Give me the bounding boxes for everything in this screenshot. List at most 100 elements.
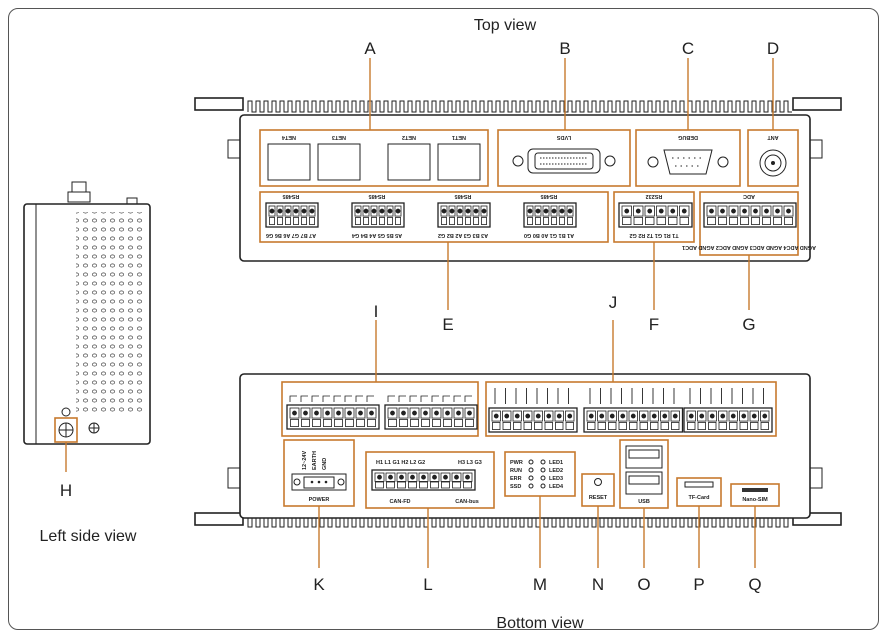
io-left-box	[281, 381, 479, 437]
callout-i: I	[374, 302, 379, 321]
callout-n: N	[592, 575, 604, 594]
rs485-pins-2: A5 B5 G5 A4 B4 G4	[351, 232, 402, 238]
callout-q: Q	[748, 575, 761, 594]
top-side-knob-right	[809, 139, 823, 159]
power-label: POWER	[309, 497, 330, 503]
net-port-1: NET1	[437, 134, 481, 181]
can-bus-label: CAN-bus	[455, 499, 479, 505]
callout-d: D	[767, 39, 779, 58]
left-side-device	[23, 181, 151, 445]
net2-label: NET2	[402, 134, 416, 140]
top-side-knob	[227, 139, 241, 159]
io-left-block-2	[384, 404, 478, 430]
can-terminal-block	[371, 469, 476, 491]
callout-a: A	[364, 39, 376, 58]
rs485-block-4	[523, 202, 577, 228]
bottom-side-knob	[227, 467, 241, 489]
rs485-box	[259, 191, 609, 243]
power-pin-3: GND	[322, 458, 328, 470]
rs232-pins: T1 R1 G1 T2 R2 G2	[629, 232, 678, 238]
usb-ports	[625, 445, 663, 495]
led-ssd: SSD	[510, 484, 521, 490]
io-right-box	[485, 381, 777, 437]
tf-card-slot	[684, 481, 714, 488]
can-pins-label: H1 L1 G1 H2 L2 G2	[376, 460, 425, 466]
callout-h: H	[60, 481, 72, 500]
adc-label: ADC	[743, 193, 755, 199]
usb-label: USB	[638, 499, 650, 505]
net3-label: NET3	[332, 134, 346, 140]
callout-b: B	[559, 39, 570, 58]
led-err: ERR	[510, 476, 522, 482]
power-pin-2: EARTH	[312, 451, 318, 470]
io-right-block-2	[583, 407, 684, 433]
rs485-block-1	[265, 202, 319, 228]
debug-label: DEBUG	[678, 134, 698, 140]
callout-p: P	[693, 575, 704, 594]
lvds-box	[497, 129, 631, 187]
net-port-4: NET4	[267, 134, 311, 181]
rs485-terminal-blocks	[265, 202, 577, 228]
can-fd-label: CAN-FD	[389, 499, 410, 505]
rs232-label: RS232	[646, 193, 663, 199]
rs485-block-2	[351, 202, 405, 228]
rs232-terminal-block	[618, 202, 693, 228]
rs485-label-1: RS485	[283, 193, 300, 199]
led-indicators: PWR RUN ERR SSD LED1 LED2 LED3 LED4	[510, 459, 564, 490]
led-4: LED4	[549, 484, 564, 490]
bottom-left-flange	[194, 512, 244, 526]
top-device-body	[239, 114, 811, 262]
led-pwr: PWR	[510, 460, 523, 466]
net-port-3: NET3	[317, 134, 361, 181]
io-left-terminal-blocks	[286, 395, 478, 430]
led-2: LED2	[549, 468, 563, 474]
can-box	[365, 451, 495, 509]
callout-e: E	[442, 315, 453, 334]
debug-db9-connector	[647, 149, 729, 175]
adc-pins: AGND ADC4 AGND ADC3 AGND ADC2 AGND ADC1	[682, 244, 816, 250]
bottom-side-knob-right	[809, 467, 823, 489]
reset-button-icon	[594, 478, 602, 486]
nano-sim-slot	[742, 488, 768, 492]
top-right-flange	[792, 97, 842, 111]
rs485-block-3	[437, 202, 491, 228]
callout-c: C	[682, 39, 694, 58]
io-left-block-1	[286, 404, 380, 430]
diagram-frame	[8, 8, 879, 630]
callout-j: J	[609, 293, 618, 312]
led-1: LED1	[549, 460, 563, 466]
lvds-label: LVDS	[557, 134, 572, 140]
rs485-pins-4: A1 B1 G1 A0 B0 G0	[524, 232, 574, 238]
left-view-title: Left side view	[40, 528, 137, 545]
callout-m: M	[533, 575, 547, 594]
callout-f: F	[649, 315, 659, 334]
callout-g: G	[742, 315, 755, 334]
rs485-label-3: RS485	[455, 193, 472, 199]
power-connector: 12~24V EARTH GND	[291, 451, 347, 491]
rs485-label-4: RS485	[541, 193, 558, 199]
rs232-block	[618, 202, 693, 228]
ant-label: ANT	[767, 134, 779, 140]
adc-block	[703, 202, 797, 228]
reset-label: RESET	[589, 495, 608, 501]
can-block	[371, 469, 476, 491]
top-heatsink-fins	[247, 100, 792, 113]
net1-label: NET1	[452, 134, 466, 140]
io-right-block-3	[683, 407, 773, 433]
nano-sim-label: Nano-SIM	[742, 497, 768, 503]
callout-l: L	[423, 575, 432, 594]
top-view-title: Top view	[474, 17, 537, 34]
led-run: RUN	[510, 468, 522, 474]
rs485-label-2: RS485	[369, 193, 386, 199]
rs485-pins-3: A3 B3 G3 A2 B2 G2	[438, 232, 488, 238]
net-port-2: NET2	[387, 134, 431, 181]
antenna-connector	[759, 149, 787, 177]
rs485-pins-1: A7 B7 G7 A6 B6 G6	[266, 232, 316, 238]
io-right-block-1	[488, 407, 578, 433]
top-left-flange	[194, 97, 244, 111]
net4-label: NET4	[281, 134, 296, 140]
net-ports-box	[259, 129, 489, 187]
callout-o: O	[637, 575, 650, 594]
power-pin-1: 12~24V	[302, 451, 308, 470]
